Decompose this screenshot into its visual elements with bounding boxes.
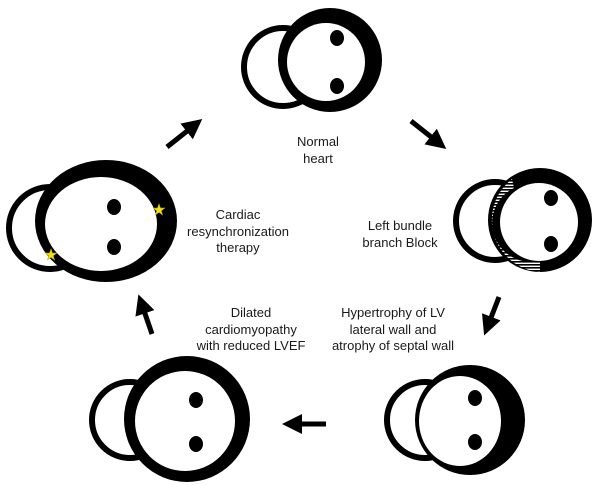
lv-cavity — [135, 371, 235, 471]
papillary-muscle-top — [107, 199, 121, 215]
papillary-muscle-bottom — [330, 78, 344, 94]
label-line: Dilated — [230, 305, 272, 320]
lv-cavity — [419, 376, 501, 466]
label-line: cardiomyopathy — [205, 321, 297, 337]
label-line: resynchronization — [187, 223, 289, 239]
star-icon — [44, 248, 58, 261]
label-line: Normal — [297, 134, 339, 149]
label-line: atrophy of septal wall — [331, 338, 455, 353]
hypertrophy-heart — [384, 365, 525, 475]
dilated-heart — [89, 356, 250, 482]
label-dilated: Dilated cardiomyopathy with reduced LVEF — [197, 305, 306, 355]
label-line: Left bundle — [367, 218, 433, 233]
label-line: therapy — [216, 240, 260, 255]
papillary-muscle-bottom — [107, 239, 121, 255]
label-line: with reduced LVEF — [196, 338, 306, 353]
papillary-muscle-top — [544, 190, 558, 206]
papillary-muscle-top — [468, 390, 482, 406]
label-line: Cardiac — [215, 207, 261, 222]
label-line: heart — [303, 150, 333, 166]
arrow-lbbb-to-hypertrophy — [482, 296, 502, 336]
lv-cavity — [500, 183, 578, 261]
label-hypertrophy: Hypertrophy of LV lateral wall and atrop… — [332, 305, 454, 355]
lv-cavity — [287, 23, 365, 101]
arrow-normal-to-lbbb — [409, 119, 447, 149]
star-icon — [152, 203, 166, 216]
papillary-muscle-top — [330, 30, 344, 46]
papillary-muscle-top — [189, 392, 203, 408]
label-lbbb: Left bundle branch Block — [362, 218, 437, 251]
papillary-muscle-bottom — [468, 434, 482, 450]
lv-cavity — [45, 177, 157, 271]
conduction-block-hatch — [491, 179, 540, 272]
papillary-muscle-bottom — [544, 236, 558, 252]
lbbb-heart — [453, 168, 592, 272]
arrow-dilated-to-crt — [135, 294, 155, 335]
label-crt: Cardiac resynchronization therapy — [187, 207, 289, 257]
label-normal-heart: Normal heart — [297, 134, 339, 167]
crt-heart — [6, 160, 177, 282]
normal-heart — [241, 8, 382, 112]
arrow-crt-to-normal — [165, 119, 203, 149]
papillary-muscle-bottom — [189, 436, 203, 452]
label-line: branch Block — [362, 234, 438, 250]
label-line: Hypertrophy of LV — [341, 305, 445, 320]
label-line: lateral wall and — [349, 321, 437, 337]
